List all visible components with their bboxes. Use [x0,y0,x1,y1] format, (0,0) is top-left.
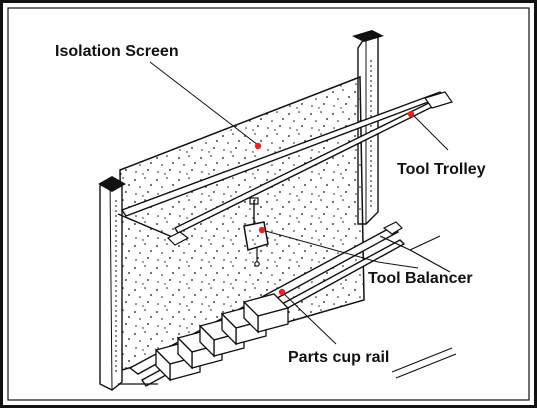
marker-isolation-screen [254,142,262,150]
leader-tool-balancer [261,229,379,263]
left-upright [98,176,126,391]
tool-trolley-rail [117,91,453,246]
parts-cups [154,293,290,382]
label-parts-cup-rail: Parts cup rail [288,349,389,366]
label-tool-trolley: Tool Trolley [397,161,486,178]
parts-cup [242,293,290,334]
callout-markers [254,110,415,296]
label-isolation-screen: Isolation Screen [55,43,179,60]
leader-tool-trolley [411,113,449,151]
marker-parts-cup-rail [278,288,286,296]
leader-lines [149,61,449,345]
inner-frame [7,7,530,401]
leader-isolation-screen [149,61,259,146]
label-tool-balancer: Tool Balancer [368,270,473,287]
work-surface-edge [118,347,457,385]
leader-parts-cup-rail [281,291,337,345]
marker-tool-balancer [258,226,266,234]
marker-tool-trolley [407,110,415,118]
leader-tool-balancer-ext [377,261,419,269]
